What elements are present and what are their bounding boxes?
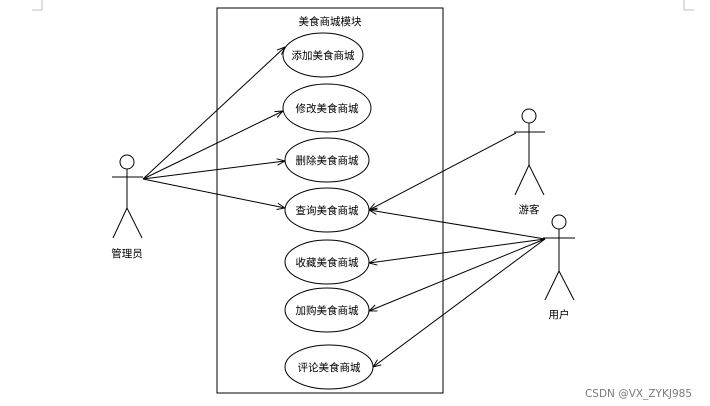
actor-user-label: 用户 — [549, 308, 570, 321]
use-case-label: 删除美食商城 — [296, 154, 359, 167]
use-case-edit[interactable]: 修改美食商城 — [282, 83, 372, 133]
actor-admin-label: 管理员 — [111, 247, 143, 260]
actor-head — [521, 108, 537, 124]
actor-user[interactable]: 用户 — [543, 214, 575, 321]
corner-mark-top-right — [683, 0, 694, 11]
assoc-user-query — [369, 210, 546, 240]
use-case-label: 查询美食商城 — [296, 204, 359, 217]
assoc-admin-add — [142, 47, 285, 180]
actor-guest-label: 游客 — [519, 203, 540, 216]
system-title: 美食商城模块 — [299, 15, 362, 28]
use-case-label: 评论美食商城 — [298, 361, 361, 374]
use-case-label: 添加美食商城 — [292, 49, 355, 62]
assoc-admin-query — [142, 178, 285, 208]
assoc-user-favorite — [369, 238, 546, 263]
assoc-guest-query — [369, 132, 517, 210]
actor-leg-right — [558, 270, 575, 301]
assoc-admin-edit — [142, 111, 283, 180]
system-boundary — [216, 7, 444, 394]
use-case-favorite[interactable]: 收藏美食商城 — [284, 239, 370, 285]
use-case-query[interactable]: 查询美食商城 — [284, 187, 370, 233]
use-case-label: 修改美食商城 — [296, 102, 359, 115]
actor-leg-left — [514, 164, 530, 196]
watermark: CSDN @VX_ZYKJ985 — [585, 388, 692, 400]
corner-mark-top-left — [32, 0, 43, 11]
actor-admin[interactable]: 管理员 — [111, 154, 143, 260]
actor-leg-right — [126, 207, 143, 239]
actor-guest[interactable]: 游客 — [514, 108, 545, 216]
use-case-comment[interactable]: 评论美食商城 — [284, 344, 374, 390]
actor-head — [551, 214, 567, 230]
actor-leg-right — [528, 164, 545, 196]
use-case-label: 收藏美食商城 — [296, 256, 359, 269]
actor-leg-left — [112, 207, 128, 239]
use-case-add[interactable]: 添加美食商城 — [282, 32, 364, 78]
use-case-cart[interactable]: 加购美食商城 — [284, 287, 370, 333]
actor-leg-left — [544, 270, 560, 301]
use-case-delete[interactable]: 删除美食商城 — [284, 137, 370, 183]
assoc-admin-delete — [142, 161, 285, 180]
assoc-user-comment — [373, 238, 546, 367]
assoc-user-cart — [369, 238, 546, 311]
actor-head — [119, 154, 135, 170]
use-case-label: 加购美食商城 — [296, 304, 359, 317]
